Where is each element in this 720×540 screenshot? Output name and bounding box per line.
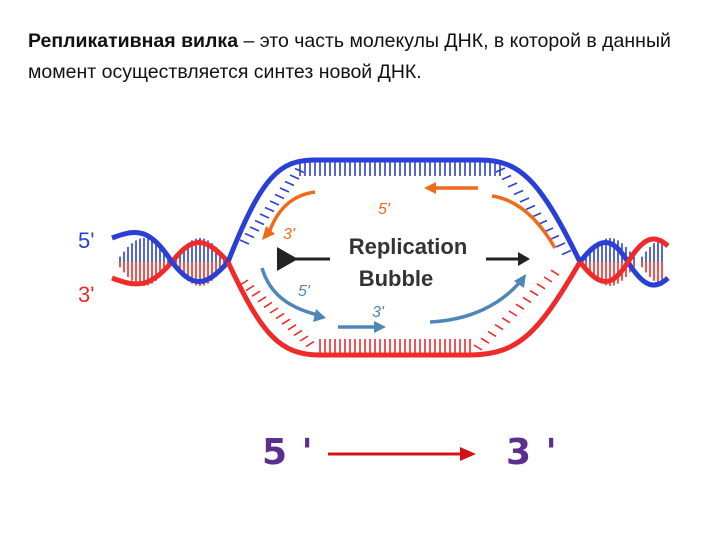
left-5-prime-label: 5' (78, 228, 94, 253)
base-pair-rung (522, 296, 532, 304)
direction-end-label: 3 ' (506, 432, 558, 473)
base-pair-rung (239, 239, 250, 245)
base-pair-rung (507, 182, 518, 188)
base-pair-rung (555, 242, 566, 248)
bubble-label-line2: Bubble (359, 266, 434, 291)
base-pair-rung (274, 193, 285, 200)
base-pair-rung (543, 276, 553, 283)
base-pair-rung (508, 310, 518, 317)
base-pair-rung (501, 317, 511, 324)
new-strand-top-right-orange (491, 194, 557, 249)
base-pair-rung (536, 283, 546, 290)
base-pair-rung (495, 167, 506, 173)
arrowhead-blue-bottom-right (514, 274, 526, 288)
base-pair-rung (264, 206, 275, 213)
top-new-strand-5-label: 5' (378, 201, 391, 218)
base-pair-rung (294, 167, 305, 174)
definition-text: Репликативная вилка – это часть молекулы… (28, 26, 713, 88)
bubble-bottom-red-strand (225, 260, 583, 358)
bottom-new-strand-3-label: 3' (372, 304, 385, 321)
base-pair-rung (287, 324, 297, 331)
arrowhead-orange-top-mid (424, 182, 436, 194)
base-pair-rung (561, 249, 572, 256)
base-pair-rung (263, 301, 273, 309)
base-pair-rung (305, 340, 315, 348)
base-pair-rung (249, 226, 260, 232)
base-pair-rung (299, 335, 309, 342)
base-pair-rung (550, 269, 560, 276)
base-pair-rung (473, 344, 483, 351)
arrowhead-blue-bottom-left (313, 309, 326, 322)
base-pair-rung (549, 234, 560, 241)
term: Репликативная вилка (28, 30, 239, 52)
base-pair-rung (254, 219, 265, 226)
bubble-top-blue-strand (225, 157, 583, 264)
base-pair-rung (259, 213, 270, 219)
base-pair-rung (494, 323, 504, 331)
base-pair-rung (519, 197, 530, 203)
left-helix-blue-strand (111, 229, 230, 284)
arrowhead-blue-bottom-mid (374, 321, 386, 333)
base-pair-rung (275, 312, 285, 320)
base-pair-rung (525, 204, 536, 211)
direction-arrowhead (460, 447, 476, 461)
bubble-arrow-right-head (518, 252, 530, 266)
base-pair-rung (513, 189, 524, 196)
right-helix-red-strand (578, 236, 670, 284)
base-pair-rung (284, 180, 295, 187)
base-pair-rung (269, 307, 279, 314)
base-pair-rung (251, 290, 261, 297)
base-pair-rung (501, 174, 512, 181)
top-new-strand-3-label: 3' (283, 226, 296, 243)
base-pair-rung (293, 329, 303, 337)
base-pair-rung (289, 174, 300, 180)
definition: – это часть молекулы ДНК, в которой в да… (28, 30, 671, 83)
base-pair-rung (244, 232, 255, 239)
base-pair-rung (281, 318, 291, 325)
base-pair-rung (515, 303, 525, 310)
new-strand-bottom-right-blue (429, 280, 522, 324)
base-pair-rung (487, 330, 497, 338)
bottom-new-strand-5-label: 5' (298, 283, 311, 300)
bubble-label-line1: Replication (349, 234, 468, 259)
new-strand-bottom-left-blue (260, 267, 319, 317)
base-pair-rung (529, 289, 539, 297)
base-pair-rung (279, 187, 290, 193)
base-pair-rung (269, 200, 280, 206)
left-3-prime-label: 3' (78, 282, 94, 307)
new-strand-top-left-orange (266, 190, 316, 237)
arrowhead-orange-top-left (262, 226, 275, 240)
base-pair-rung (245, 284, 255, 292)
base-pair-rung (480, 337, 490, 344)
base-pair-rung (257, 296, 267, 303)
direction-start-label: 5 ' (262, 432, 314, 473)
